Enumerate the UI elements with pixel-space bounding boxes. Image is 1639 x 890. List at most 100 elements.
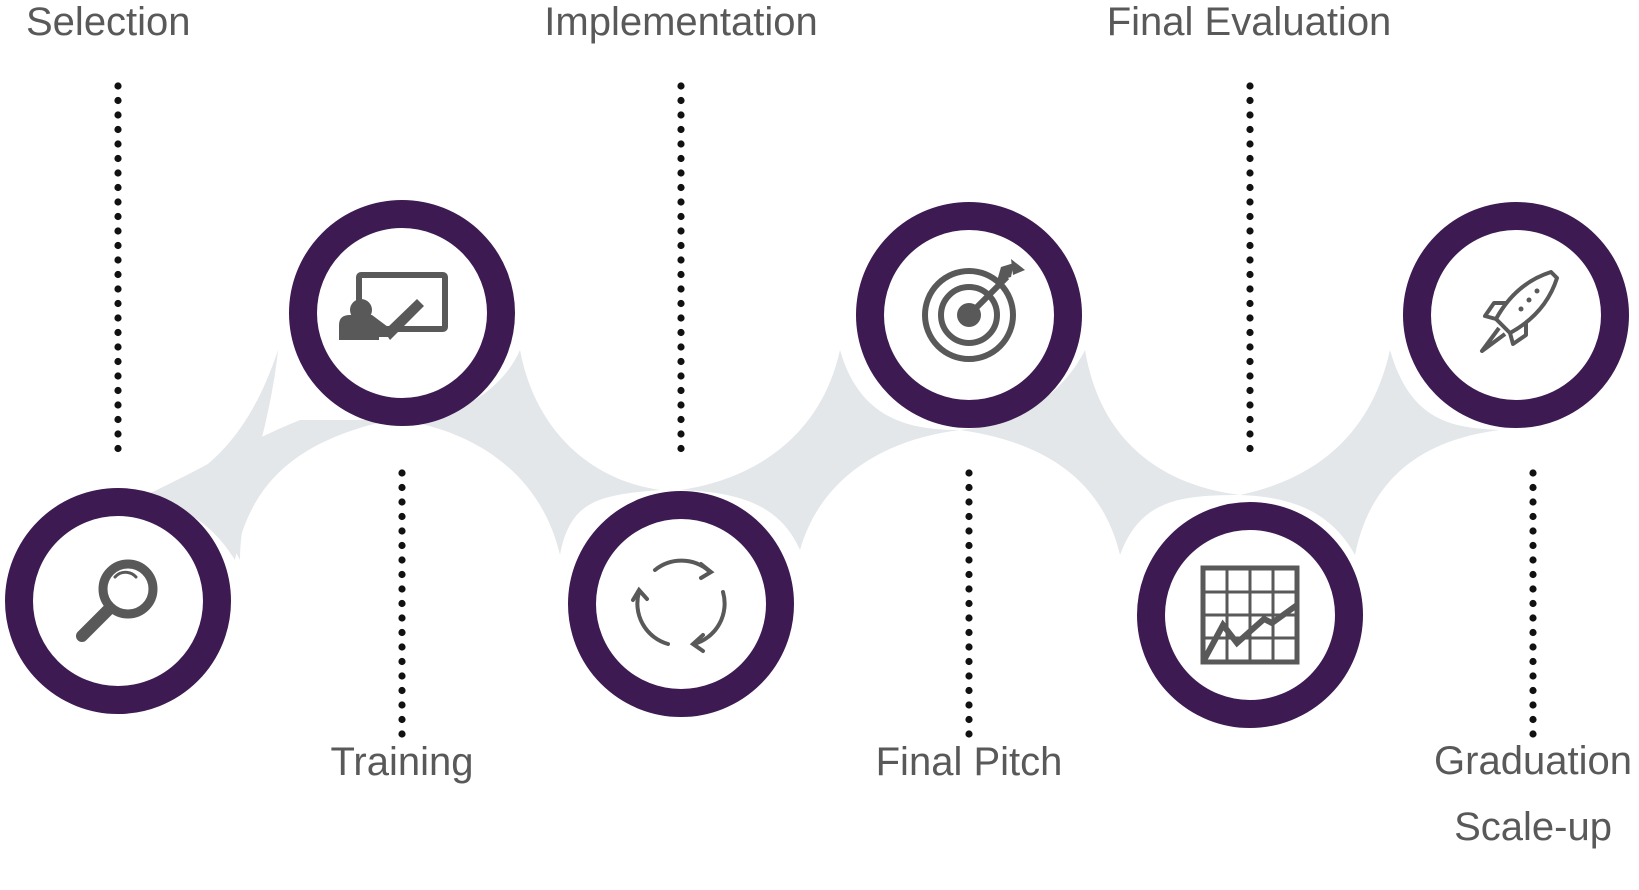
- dotted-leader-final-pitch: [965, 469, 973, 738]
- step-circle-training: [289, 200, 515, 426]
- leader-dot: [1529, 512, 1537, 521]
- leader-dot: [114, 343, 122, 351]
- leader-dot: [114, 154, 122, 163]
- leader-dot: [1246, 212, 1254, 221]
- dotted-leader-training: [398, 469, 406, 738]
- leader-dot: [965, 643, 973, 651]
- leader-dot: [398, 512, 406, 521]
- leader-dot: [398, 715, 406, 724]
- step-label-final-evaluation: Final Evaluation: [1106, 0, 1392, 44]
- leader-dot: [114, 415, 122, 424]
- leader-dot: [677, 328, 685, 337]
- leader-dot: [1246, 444, 1254, 453]
- leader-dot: [965, 701, 973, 709]
- leader-dot: [677, 111, 685, 119]
- leader-dot: [1246, 169, 1254, 177]
- leader-dot: [1246, 343, 1254, 351]
- connector-5: [1240, 350, 1500, 555]
- step-circle-implementation: [568, 491, 794, 717]
- leader-dot: [114, 401, 122, 409]
- leader-dot: [398, 556, 406, 564]
- leader-dot: [965, 469, 973, 477]
- leader-dot: [1246, 227, 1254, 235]
- leader-dot: [398, 527, 406, 535]
- leader-dot: [114, 227, 122, 235]
- leader-dot: [965, 672, 973, 680]
- leader-dot: [1529, 628, 1537, 637]
- leader-dot: [114, 386, 122, 395]
- cycle-arrows-icon: [631, 558, 727, 653]
- leader-dot: [114, 183, 122, 192]
- leader-dot: [398, 614, 406, 622]
- step-circle-selection: [5, 488, 231, 714]
- leader-dot: [1529, 570, 1537, 579]
- step-label-selection: Selection: [26, 0, 191, 44]
- leader-dot: [114, 256, 122, 264]
- step-label-graduation: Graduation: [1434, 739, 1632, 783]
- connector-4: [960, 350, 1240, 555]
- leader-dot: [1529, 614, 1537, 622]
- leader-dot: [965, 599, 973, 608]
- leader-dot: [677, 198, 685, 206]
- leader-dot: [965, 614, 973, 622]
- target-arrow-icon: [922, 259, 1025, 362]
- presentation-board-icon: [339, 272, 448, 340]
- leader-dot: [965, 730, 973, 738]
- leader-dot: [1529, 527, 1537, 535]
- leader-dot: [114, 241, 122, 250]
- leader-dot: [114, 270, 122, 279]
- leader-dot: [677, 386, 685, 395]
- leader-dot: [1246, 430, 1254, 438]
- leader-dot: [1529, 657, 1537, 666]
- leader-dot: [114, 169, 122, 177]
- leader-dot: [398, 657, 406, 666]
- magnifier-icon: [76, 559, 158, 642]
- leader-dot: [398, 628, 406, 637]
- leader-dot: [677, 82, 685, 90]
- dotted-leader-final-evaluation: [1246, 82, 1254, 453]
- leader-dot: [114, 430, 122, 438]
- leader-dot: [1246, 285, 1254, 293]
- leader-dot: [1529, 599, 1537, 608]
- leader-dot: [677, 285, 685, 293]
- leader-dot: [1246, 270, 1254, 279]
- leader-dot: [677, 430, 685, 438]
- leader-dot: [677, 241, 685, 250]
- connectors: [140, 350, 1500, 560]
- leader-dot: [114, 285, 122, 293]
- step-label-final-pitch: Final Pitch: [875, 740, 1063, 784]
- leader-dot: [965, 483, 973, 492]
- leader-dot: [677, 372, 685, 380]
- step-label-scale-up: Scale-up: [1454, 805, 1612, 849]
- leader-dot: [1246, 415, 1254, 424]
- leader-dot: [1246, 154, 1254, 163]
- leader-dot: [677, 227, 685, 235]
- leader-dot: [1246, 125, 1254, 134]
- dotted-leader-implementation: [677, 82, 685, 453]
- leader-dot: [114, 82, 122, 90]
- leader-dot: [965, 512, 973, 521]
- leader-dot: [114, 140, 122, 148]
- leader-dot: [114, 357, 122, 366]
- leader-dot: [114, 444, 122, 453]
- leader-dot: [677, 169, 685, 177]
- leader-dot: [677, 314, 685, 322]
- growth-chart-icon: [1200, 565, 1300, 665]
- leader-dot: [677, 401, 685, 409]
- dotted-leader-selection: [114, 82, 122, 453]
- leader-dot: [677, 415, 685, 424]
- leader-dot: [965, 657, 973, 666]
- leader-dot: [677, 343, 685, 351]
- leader-dot: [114, 125, 122, 134]
- leader-dot: [114, 198, 122, 206]
- leader-dot: [965, 498, 973, 506]
- leader-dot: [1246, 111, 1254, 119]
- leader-dot: [398, 541, 406, 550]
- leader-dot: [114, 372, 122, 380]
- leader-dot: [1529, 498, 1537, 506]
- leader-dot: [398, 599, 406, 608]
- dotted-leader-graduation: [1529, 469, 1537, 738]
- rocket-icon: [1480, 270, 1559, 353]
- step-label-training: Training: [330, 740, 474, 784]
